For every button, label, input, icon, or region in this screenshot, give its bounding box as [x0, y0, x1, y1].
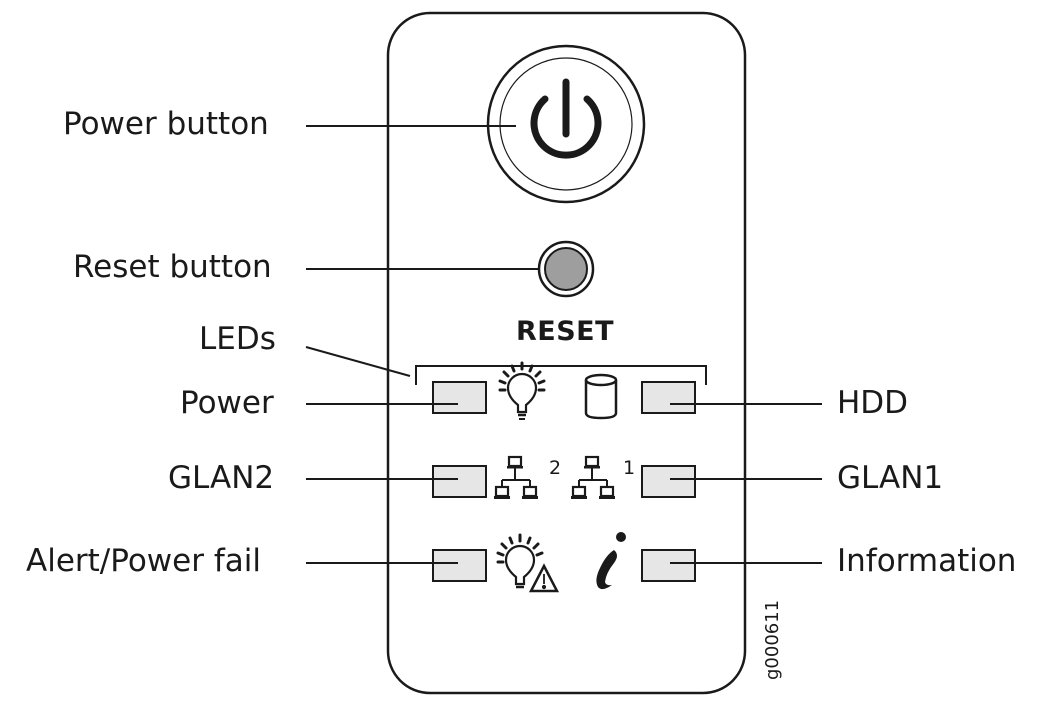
alert-led — [432, 549, 487, 582]
label-information: Information — [837, 543, 1017, 579]
alert-lightbulb-icon — [496, 533, 560, 593]
reset-label-printed: RESET — [516, 316, 615, 347]
lightbulb-icon — [498, 361, 546, 420]
label-power-button: Power button — [63, 106, 269, 142]
reset-button[interactable] — [537, 240, 595, 298]
information-icon — [596, 532, 626, 590]
leds-bracket — [415, 365, 707, 385]
label-glan1: GLAN1 — [837, 460, 944, 496]
power-led — [432, 381, 487, 414]
hdd-led — [641, 381, 696, 414]
label-glan2: GLAN2 — [168, 460, 275, 496]
power-icon — [530, 78, 602, 159]
power-button[interactable] — [486, 44, 646, 204]
figure-id: g000611 — [762, 599, 783, 680]
warning-icon — [528, 563, 560, 593]
label-alert-power-fail: Alert/Power fail — [26, 543, 261, 579]
leader-lines — [305, 125, 822, 564]
glan2-number: 2 — [549, 457, 561, 479]
glan2-led — [432, 465, 487, 498]
label-power: Power — [180, 385, 274, 421]
panel-outline — [386, 11, 747, 695]
hdd-icon — [584, 373, 618, 420]
label-leds: LEDs — [199, 321, 276, 357]
information-led — [641, 549, 696, 582]
glan1-led — [641, 465, 696, 498]
glan1-number: 1 — [623, 457, 635, 479]
network-icon-glan2 — [494, 455, 538, 499]
label-hdd: HDD — [837, 385, 909, 421]
network-icon-glan1 — [571, 455, 615, 499]
label-reset-button: Reset button — [73, 249, 272, 285]
